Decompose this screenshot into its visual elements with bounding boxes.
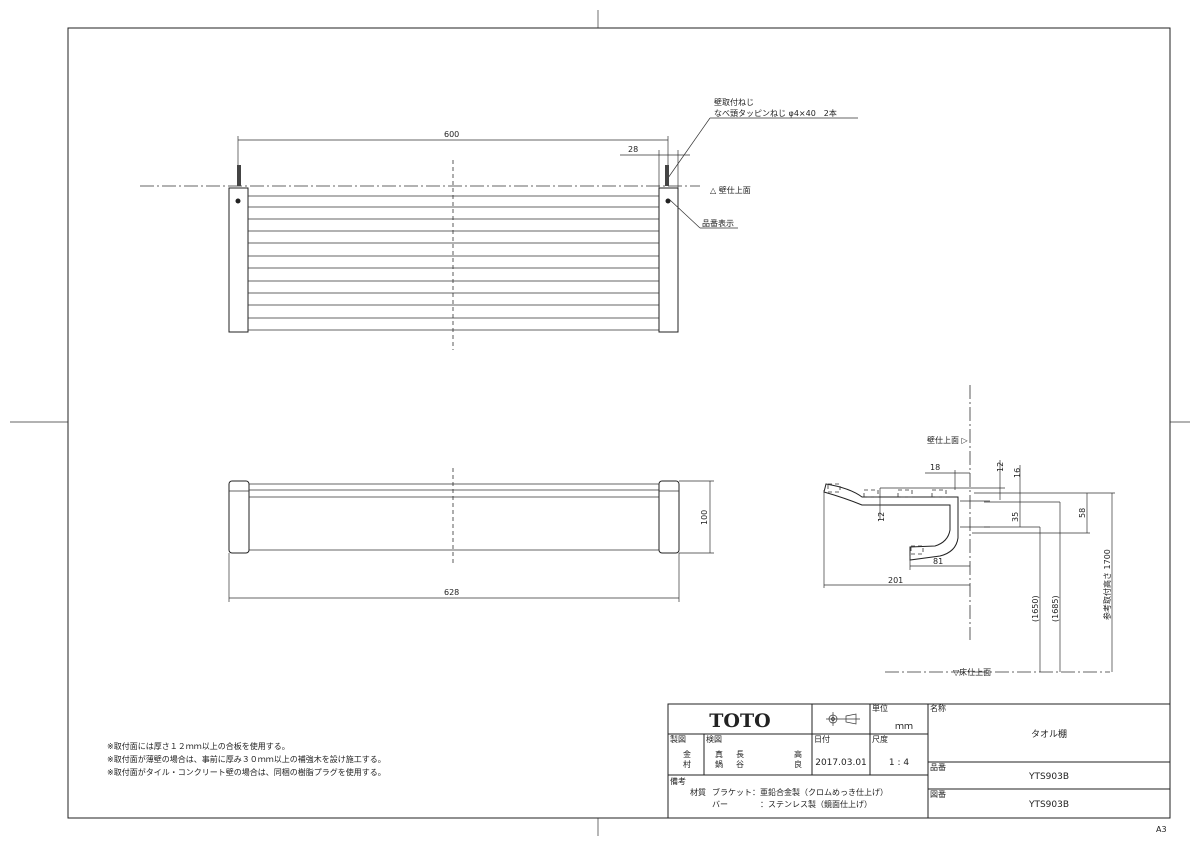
title-block-unit-label: 単位 [872,703,888,713]
side-view-dims-d1685: (1685) [1051,595,1060,622]
title-block-drawn-label: 製図 [670,734,686,744]
screw-head-icon [235,198,241,204]
product-number: YTS903B [1028,772,1069,782]
wall-surface-label: △ 壁仕上面 [710,185,751,195]
side-view-dims-d1700: 参考取付高さ 1700 [1102,549,1112,620]
title-block-drawn-by-1: 村 [683,759,691,769]
title-block-material-1: ブラケット：亜鉛合金製（クロムめっき仕上げ） [712,787,888,797]
title-block-scale-label: 尺度 [872,734,888,744]
date: 2017.03.01 [815,758,867,768]
title-block-checked-by-1: 鍋 [715,759,723,769]
screw-label: 壁取付ねじ [714,97,754,107]
side-view-dims-d16: 16 [1013,468,1022,478]
drawing-frame [67,27,1171,819]
notes-2: ※取付面がタイル・コンクリート壁の場合は、同梱の樹脂プラグを使用する。 [107,767,386,777]
title-block-checked-by-2: 長 [736,750,744,759]
side-wall-surface-label: 壁仕上面 ▷ [927,435,969,445]
notes-1: ※取付面が薄壁の場合は、事前に厚み３０ｍｍ以上の補強木を設け施工する。 [107,754,386,764]
title-block-product-no-label: 品番 [930,762,946,772]
title-block-date-label: 日付 [814,734,830,744]
screw-head-icon [665,198,671,204]
title-block-unit: ｍｍ [895,722,913,732]
top-view: 600 28 壁取付ねじ なべ頭タッピンねじ φ4×40 2本 △ 壁仕上面 品… [140,97,858,350]
front-view: 628 100 [228,468,714,602]
title-block-material-2: ：ステンレス製（鏡面仕上げ） [760,799,872,809]
right-bracket [658,187,679,333]
side-view-dims-d12a: 12 [996,462,1005,472]
title-block-checked-by-0: 真 [715,749,723,759]
dim-600: 600 [444,130,459,139]
dim-28: 28 [628,145,638,154]
title-block-remarks-label: 備考 [670,776,686,786]
title-block-name-label: 名称 [930,703,946,713]
title-block-checked-by-4: 高 [794,749,802,759]
sheet-size: A3 [1156,825,1167,834]
side-view-dims-d58: 58 [1078,508,1087,518]
side-view-dims-d35: 35 [1011,512,1020,522]
dim-100: 100 [700,510,709,525]
side-view-dims-d12b: 12 [877,512,886,522]
title-block-material-label: 材質 [690,787,706,797]
center-marks [10,10,1190,836]
side-view-dims-d1650: (1650) [1031,595,1040,622]
left-bracket [228,187,249,333]
side-view-dims-d81: 81 [933,557,943,566]
bracket-profile [823,483,959,561]
title-block: TOTO 単位 ｍｍ 名称 タオル棚 製図 金 村 検図 真 鍋 長 谷 高 良… [667,703,1171,819]
title-block-drawing-no-label: 図番 [930,789,946,799]
drawing-number: YTS903B [1028,800,1069,810]
side-view: 壁仕上面 ▷ ▽床仕上面 18 12 16 12 35 58 81 201 (1… [823,385,1115,677]
projection-symbol-icon [826,712,860,726]
toto-logo: TOTO [709,710,770,732]
dim-628: 628 [444,588,459,597]
side-view-dims-d18: 18 [930,463,940,472]
notes-0: ※取付面には厚さ１２ｍｍ以上の合板を使用する。 [107,741,290,751]
title-block-checked-label: 検図 [706,734,722,744]
screw-spec: なべ頭タッピンねじ φ4×40 2本 [714,108,837,118]
title-block-checked-by-5: 良 [794,759,802,769]
scale: 1 : 4 [889,758,909,768]
model-mark-label: 品番表示 [702,218,734,228]
side-view-dims-d201: 201 [888,576,903,585]
title-block-drawn-by-0: 金 [683,749,691,759]
title-block-material-2-part: バー [712,800,728,809]
product-name: タオル棚 [1031,728,1067,740]
notes: ※取付面には厚さ１２ｍｍ以上の合板を使用する。 ※取付面が薄壁の場合は、事前に厚… [107,741,386,777]
floor-surface-label: ▽床仕上面 [953,667,991,677]
title-block-checked-by-3: 谷 [736,760,744,769]
